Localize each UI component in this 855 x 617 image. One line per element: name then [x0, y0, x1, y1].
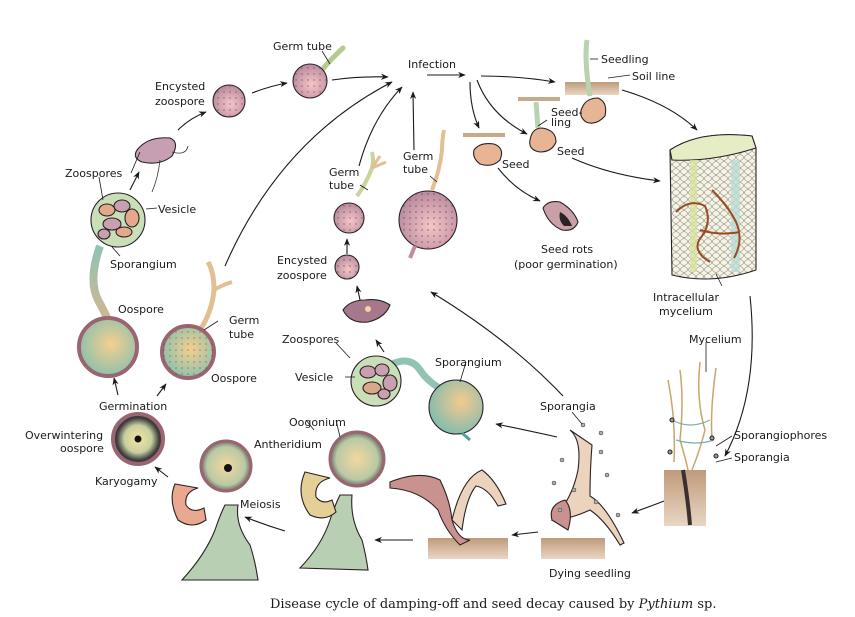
label-overwintering-2: oospore: [60, 442, 104, 455]
seedling-mid: [518, 97, 560, 153]
label-sporangiophores: Sporangiophores: [734, 429, 827, 442]
sporangia-dots: [551, 422, 621, 518]
arrow-infection-to-seed-mid: [476, 79, 528, 135]
labels: Germ tube Infection Seedling Soil line E…: [25, 40, 827, 580]
label-germ-tube-mid-2: tube: [329, 179, 354, 192]
caption-suffix: sp.: [697, 597, 716, 612]
label-germination: Germination: [99, 400, 167, 413]
caption-text: Disease cycle of damping-off and seed de…: [270, 597, 639, 612]
label-vesicle-mid: Vesicle: [295, 371, 333, 384]
label-oogonium: Oogonium: [289, 416, 346, 429]
arrow-dying-to-collapsed: [511, 531, 539, 538]
arrow-infection-to-soil-seedling: [480, 75, 556, 84]
oogonium-antheridium-structure: [298, 430, 386, 571]
label-dying-seedling: Dying seedling: [549, 567, 631, 580]
label-germ-tube-left: Germ: [229, 314, 259, 327]
karyogamy-structure: [171, 439, 259, 581]
arrow-seed-to-seedrot: [497, 167, 541, 202]
label-germ-tube-center-2: tube: [403, 163, 428, 176]
label-seed-rots-2: (poor germination): [514, 258, 618, 271]
arrow-germtube-to-infection: [331, 73, 389, 81]
label-karyogamy: Karyogamy: [95, 475, 158, 488]
caption-genus: Pythium: [638, 597, 694, 612]
oospore-right-germinating: [160, 260, 233, 380]
label-vesicle-left: Vesicle: [158, 203, 196, 216]
zoospore-mid: [342, 299, 391, 323]
label-seedling-top: Seedling: [601, 53, 649, 66]
cycle-arrows: [112, 71, 753, 544]
label-sporangium-left: Sporangium: [110, 258, 177, 271]
mycelium-on-stem: [664, 361, 719, 526]
label-oospore-right: Oospore: [211, 372, 257, 385]
label-encysted-zoospore-mid: Encysted: [277, 254, 327, 267]
label-infection: Infection: [408, 58, 456, 71]
figure-caption: Disease cycle of damping-off and seed de…: [270, 597, 716, 612]
label-encysted-zoospore-top: Encysted: [155, 80, 205, 93]
label-intracellular: Intracellular: [653, 291, 719, 304]
label-encysted-zoospore-top-2: zoospore: [155, 95, 205, 108]
label-seed-rots: Seed rots: [541, 243, 593, 256]
arrow-karyogamy-to-overwintering: [154, 466, 169, 478]
oospore-left-with-stalk: [77, 244, 139, 378]
label-zoospores-mid: Zoospores: [282, 333, 339, 346]
label-sporangia-mid: Sporangia: [540, 400, 596, 413]
arrow-stem-to-mycelium: [724, 295, 753, 457]
germinating-cyst-mid: [333, 151, 387, 234]
label-germ-tube-top: Germ tube: [273, 40, 332, 53]
label-antheridium: Antheridium: [254, 438, 322, 451]
label-germ-tube-mid: Germ: [329, 166, 359, 179]
arrow-sporangia-to-center-germtube: [430, 291, 564, 397]
seed-left: [463, 133, 505, 166]
label-encysted-zoospore-mid-2: zoospore: [277, 269, 327, 282]
dying-seedling-sporulating: [541, 422, 625, 559]
label-intracellular-2: mycelium: [659, 305, 713, 318]
leader-lines: [98, 50, 733, 463]
label-germ-tube-left-2: tube: [229, 328, 254, 341]
arrow-mid-germtube-to-infection: [358, 86, 403, 167]
label-meiosis: Meiosis: [240, 498, 281, 511]
arrow-mycelium-to-dying-seedling: [631, 499, 668, 514]
label-germ-tube-center: Germ: [403, 150, 433, 163]
arrow-center-germtube-to-infection: [410, 91, 417, 151]
seed-rot: [542, 201, 579, 231]
label-seedling-mid: Seed-: [551, 106, 583, 119]
encysted-zoospore-top: [212, 84, 246, 118]
sporangium-vesicle-left: [90, 192, 146, 248]
overwintering-oospore: [111, 412, 165, 466]
arrow-oogonium-to-meiosis: [244, 516, 286, 532]
arrow-encysted-to-germtube: [251, 81, 288, 94]
collapsed-seedling: [389, 469, 508, 559]
encysted-zoospore-mid: [334, 254, 360, 280]
label-mycelium: Mycelium: [689, 333, 742, 346]
arrow-zoospore-to-encysted: [177, 111, 207, 131]
label-overwintering: Overwintering: [25, 429, 103, 442]
arrow-oospore-germtube-to-infection: [224, 81, 393, 267]
germinating-sporangium-center: [398, 129, 458, 259]
label-zoospores-left: Zoospores: [65, 167, 122, 180]
germinating-cyst-top: [292, 45, 346, 99]
arrow-vesicle-to-zoospore-mid: [375, 339, 385, 353]
label-sporangium-mid: Sporangium: [435, 356, 502, 369]
label-seed-left: Seed: [502, 158, 530, 171]
arrow-infection-to-seed-left: [469, 81, 480, 129]
seedling-top: [565, 39, 619, 124]
sporangium-vesicle-mid: [350, 355, 450, 407]
arrow-germination-to-oospore-left: [112, 377, 119, 396]
arrow-sporangia-to-sporangium: [495, 422, 558, 438]
label-oospore-left: Oospore: [118, 303, 164, 316]
label-soil-line: Soil line: [632, 70, 675, 83]
arrow-seed-to-stem: [571, 157, 661, 184]
stem-cross-section: [669, 134, 757, 280]
label-seed-mid: Seed: [557, 145, 585, 158]
zoospore-top-left: [134, 137, 189, 193]
arrow-seedling-to-stem: [621, 89, 698, 131]
arrow-sporangium-to-zoospore: [129, 171, 140, 191]
sporangium-mid: [428, 379, 484, 442]
arrow-zoospore-to-encysted-mid: [355, 285, 362, 301]
label-seedling-mid-2: ling: [551, 116, 571, 129]
arrow-germination-to-oospore-right: [156, 383, 167, 397]
label-sporangia-right: Sporangia: [734, 451, 790, 464]
